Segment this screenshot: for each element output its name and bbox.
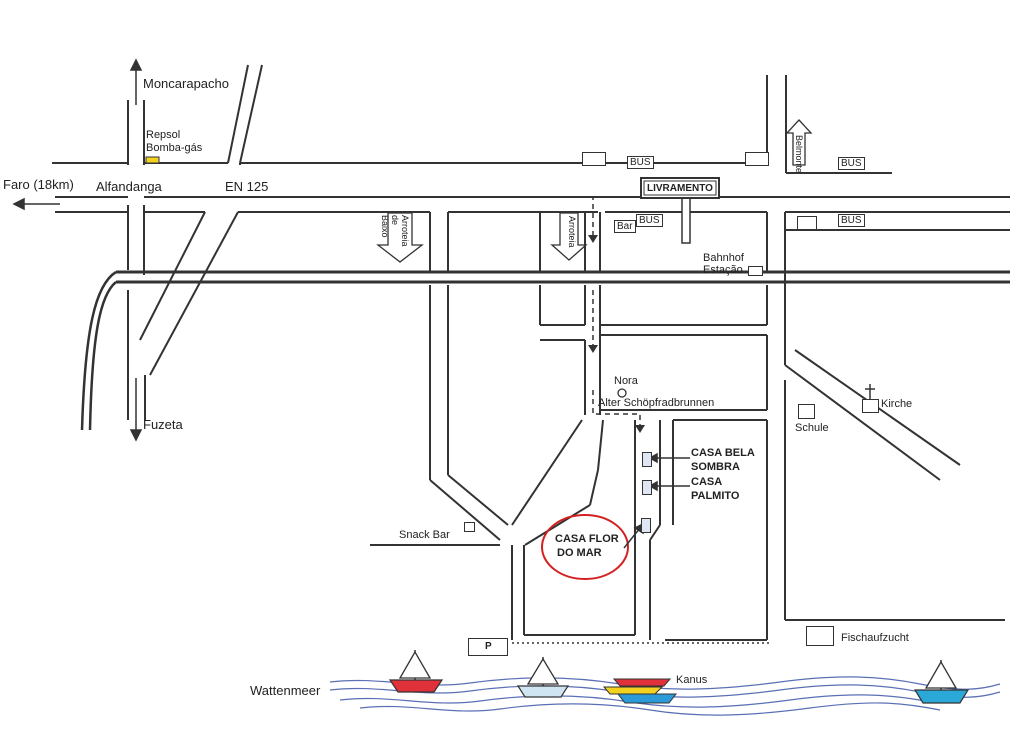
building-marker bbox=[745, 152, 769, 166]
belmonte-label: Belmonte bbox=[794, 135, 804, 174]
casa-flor-label-2: DO MAR bbox=[557, 547, 602, 559]
faro-label: Faro (18km) bbox=[3, 177, 74, 192]
snack-bar-label: Snack Bar bbox=[399, 529, 450, 541]
fuzeta-label: Fuzeta bbox=[143, 417, 183, 432]
arrow-left-icon bbox=[12, 197, 25, 211]
sailboat-icon bbox=[516, 657, 570, 698]
arrow-down-icon bbox=[376, 212, 424, 263]
fischaufzucht-label: Fischaufzucht bbox=[841, 632, 909, 644]
building-marker bbox=[797, 216, 817, 230]
building-marker bbox=[582, 152, 606, 166]
wattenmeer-label: Wattenmeer bbox=[250, 683, 321, 698]
casa-bela-label-2: SOMBRA bbox=[691, 461, 740, 473]
sailboat-icon bbox=[913, 660, 970, 704]
casa-bela-label: CASA BELA bbox=[691, 447, 755, 459]
bus-stop-label: BUS bbox=[838, 214, 865, 227]
church-marker bbox=[862, 399, 879, 413]
bahnhof-label: Bahnhof bbox=[703, 252, 744, 264]
bar-label: Bar bbox=[614, 220, 636, 233]
arrow-up-icon bbox=[129, 58, 143, 71]
fish-farm-marker bbox=[806, 626, 834, 646]
arroteia-label: Arroteia bbox=[567, 216, 577, 248]
bus-stop-label: BUS bbox=[627, 156, 654, 169]
sailboat-icon bbox=[388, 650, 444, 693]
parking-label: P bbox=[485, 641, 492, 652]
estacao-label: Estação bbox=[703, 264, 743, 276]
highlight-circle bbox=[541, 514, 629, 580]
kanus-label: Kanus bbox=[676, 674, 708, 686]
bus-stop-label: BUS bbox=[636, 214, 663, 227]
school-marker bbox=[798, 404, 815, 419]
arrow-down-icon bbox=[129, 429, 143, 442]
alter-label: Alter Schöpfradbrunnen bbox=[598, 397, 715, 409]
bomba-label: Bomba-gás bbox=[146, 142, 203, 154]
route-line bbox=[528, 196, 641, 425]
schule-label: Schule bbox=[795, 422, 829, 434]
snack-bar-marker bbox=[464, 522, 475, 532]
building-marker bbox=[748, 266, 763, 276]
en125-label: EN 125 bbox=[225, 179, 269, 194]
livramento-sign: LIVRAMENTO bbox=[647, 183, 713, 194]
arroteia-baixo-label: Arroteia de Baixo bbox=[380, 215, 410, 247]
casa-palmito-label-2: PALMITO bbox=[691, 490, 740, 502]
moncarapacho-label: Moncarapacho bbox=[143, 76, 229, 91]
well-icon bbox=[617, 388, 627, 398]
arrow-down-icon bbox=[550, 212, 588, 261]
canoe-icon bbox=[602, 678, 678, 704]
repsol-label: Repsol bbox=[146, 129, 181, 141]
casa-palmito-label: CASA bbox=[691, 476, 723, 488]
gas-station-icon bbox=[145, 156, 160, 164]
alfandanga-label: Alfandanga bbox=[96, 179, 162, 194]
house-marker bbox=[642, 480, 652, 495]
casa-flor-label: CASA FLOR bbox=[555, 533, 619, 545]
bus-stop-label: BUS bbox=[838, 157, 865, 170]
kirche-label: Kirche bbox=[881, 398, 913, 410]
parking-marker bbox=[468, 638, 508, 656]
arrow-up-icon bbox=[785, 119, 813, 166]
house-marker bbox=[641, 518, 651, 533]
house-marker bbox=[642, 452, 652, 467]
nora-label: Nora bbox=[614, 375, 638, 387]
